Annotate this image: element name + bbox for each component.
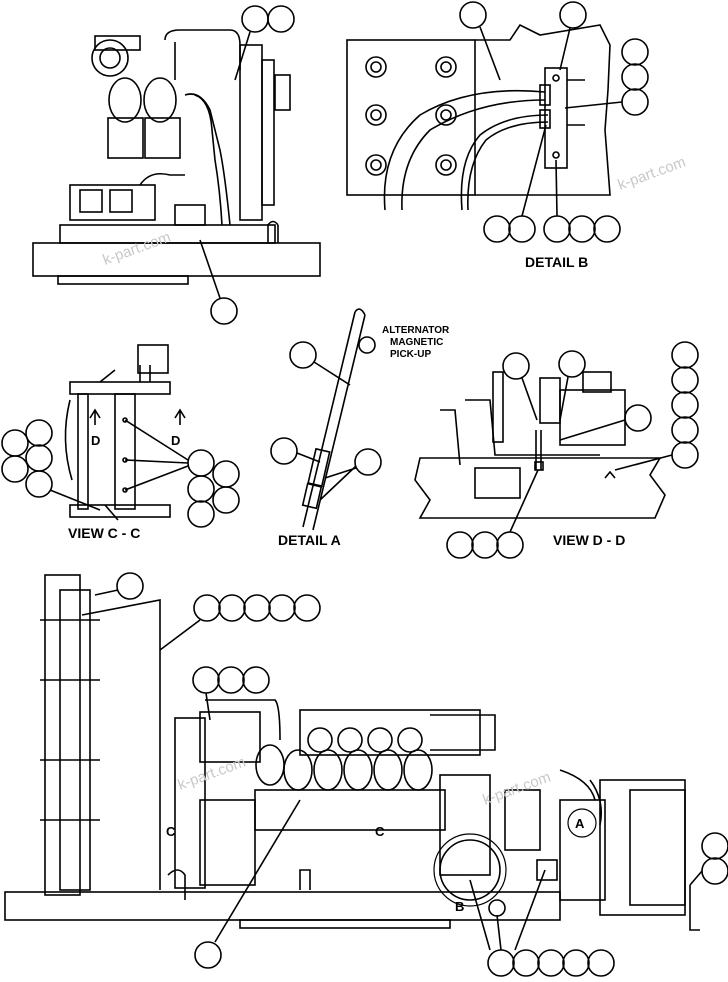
detail-marker-a: A bbox=[575, 816, 585, 831]
section-marker-c-left: C bbox=[166, 824, 176, 839]
alternator-label-line2: MAGNETIC bbox=[390, 337, 443, 348]
watermark-bottom-left: k-part.com bbox=[176, 754, 248, 794]
watermark-bottom-right: k-part.com bbox=[481, 769, 553, 809]
watermark-top-right: k-part.com bbox=[616, 154, 688, 194]
watermark-top-left: k-part.com bbox=[101, 229, 173, 269]
engine-end-view bbox=[32, 29, 321, 285]
section-marker-d-left: D bbox=[91, 433, 100, 448]
detail-a-drawing bbox=[301, 308, 376, 531]
detail-a-label: DETAIL A bbox=[278, 532, 341, 548]
detail-b-drawing bbox=[346, 23, 611, 211]
detail-marker-b: B bbox=[455, 899, 464, 914]
view-dd-drawing bbox=[414, 371, 666, 519]
section-marker-c-right: C bbox=[375, 824, 385, 839]
detail-b-label: DETAIL B bbox=[525, 254, 588, 270]
alternator-label-line3: PICK-UP bbox=[390, 349, 431, 360]
alternator-label-line1: ALTERNATOR bbox=[382, 325, 450, 336]
view-cc-label: VIEW C - C bbox=[68, 525, 140, 541]
view-dd-label: VIEW D - D bbox=[553, 532, 625, 548]
view-cc-drawing bbox=[64, 344, 186, 521]
main-side-view bbox=[4, 574, 700, 931]
section-marker-d-right: D bbox=[171, 433, 180, 448]
